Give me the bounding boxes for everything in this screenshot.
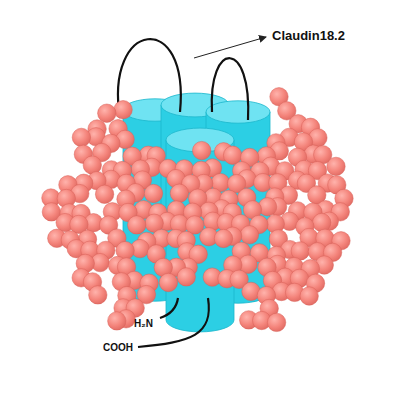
lipid-sphere [114, 101, 132, 119]
lipid-sphere [214, 229, 232, 247]
helix-top [206, 101, 270, 123]
lipid-sphere [89, 286, 107, 304]
lipid-sphere [108, 312, 126, 330]
lipid-sphere [144, 184, 162, 202]
lipid-sphere [313, 213, 331, 231]
leader-arrow [194, 37, 266, 58]
sphere-shell [42, 88, 353, 332]
protein-name: Claudin18.2 [272, 28, 345, 43]
terminus-label: H₂N [134, 318, 153, 329]
lipid-sphere [72, 128, 90, 146]
extracellular-loops [118, 39, 248, 120]
lipid-sphere [267, 313, 285, 331]
lipid-sphere [98, 104, 116, 122]
transmembrane-helices [123, 93, 270, 332]
lipid-sphere [95, 185, 113, 203]
lipid-sphere [170, 184, 188, 202]
lipid-sphere [177, 268, 195, 286]
lipid-sphere [159, 273, 177, 291]
lipid-sphere [240, 226, 258, 244]
lipid-sphere [327, 157, 345, 175]
terminus-label: COOH [103, 342, 133, 353]
lipid-sphere [193, 141, 211, 159]
lipid-sphere [128, 216, 146, 234]
lipid-sphere [300, 287, 318, 305]
